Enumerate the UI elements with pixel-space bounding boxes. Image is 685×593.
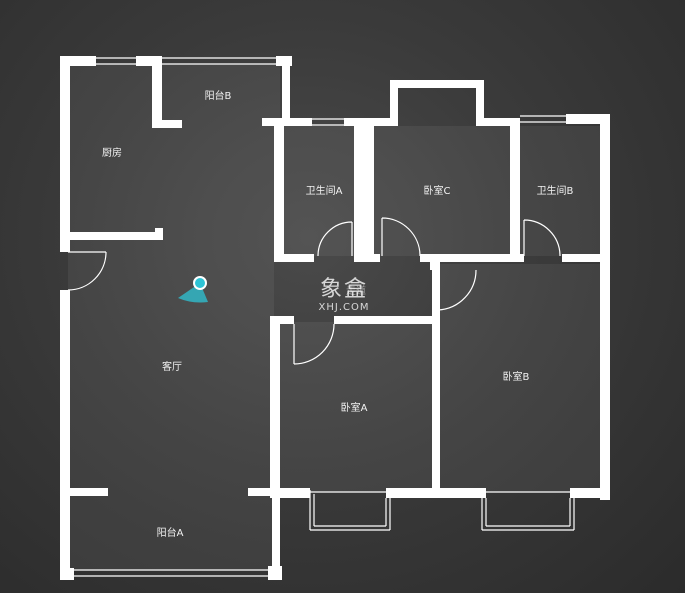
room-label-bedroom-b: 卧室B [503, 370, 530, 383]
room-label-balcony-b: 阳台B [205, 89, 232, 102]
room-label-hallway: 走道 [346, 284, 366, 297]
watermark-brand-en: XHJ.COM [318, 302, 370, 313]
walls [60, 56, 610, 580]
room-label-bedroom-a: 卧室A [341, 401, 368, 414]
room-label-bathroom-b: 卫生间B [537, 184, 574, 197]
room-label-bathroom-a: 卫生间A [306, 184, 343, 197]
room-label-bedroom-c: 卧室C [424, 184, 451, 197]
watermark: 象盒 XHJ.COM [304, 278, 384, 314]
watermark-brand-cn: 象盒 [319, 277, 368, 302]
windows [74, 57, 575, 577]
room-floors [68, 64, 602, 570]
location-dot-icon [193, 276, 207, 290]
doors [67, 217, 561, 365]
room-label-balcony-a: 阳台A [157, 526, 184, 539]
room-label-kitchen: 厨房 [102, 146, 122, 159]
room-label-living-room: 客厅 [162, 360, 182, 373]
camera-position-marker[interactable] [178, 276, 208, 303]
